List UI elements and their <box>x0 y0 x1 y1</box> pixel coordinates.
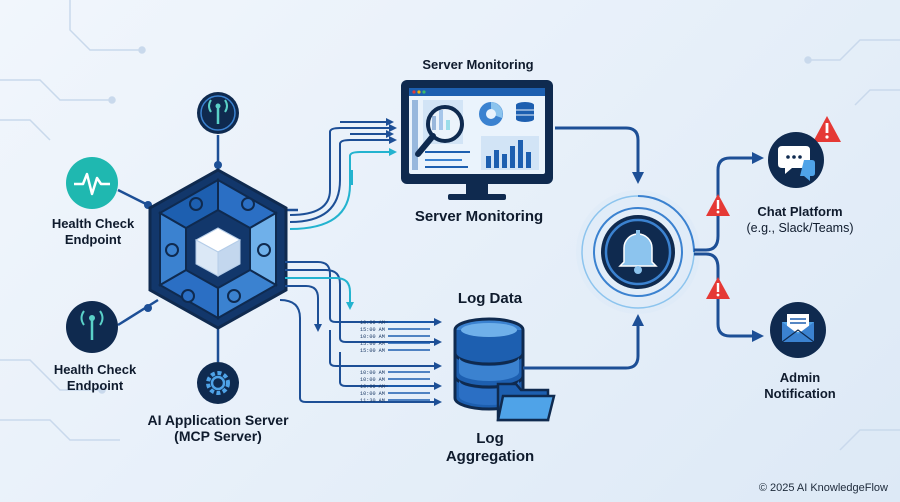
admin-notification-label: Admin Notification <box>740 370 860 402</box>
envelope-icon <box>770 302 826 358</box>
health-bottom-line1: Health Check <box>53 362 137 377</box>
log-timestamps: 10:00 AM 15:00 AM 10:00 AM 15:00 AM 15:0… <box>360 320 385 404</box>
ts-b0: 10:00 AM <box>360 370 385 376</box>
arrows-to-bell <box>523 126 644 370</box>
chat-platform-title: Chat Platform <box>757 204 843 219</box>
ts-a3: 15:00 AM <box>360 341 385 347</box>
log-agg-line1: Log <box>476 430 504 447</box>
health-top-line2: Endpoint <box>64 232 122 247</box>
antenna-icon-endpoint <box>66 301 118 353</box>
arrows-to-logs <box>279 261 442 406</box>
pulse-icon <box>66 157 118 209</box>
puzzle-pieces <box>157 178 279 320</box>
app-server-line2: (MCP Server) <box>174 428 262 444</box>
chat-platform-sub: (e.g., Slack/Teams) <box>746 221 854 235</box>
log-data-label: Log Data <box>457 290 523 307</box>
bell-icon <box>618 230 658 274</box>
ts-a2: 10:00 AM <box>360 334 385 340</box>
circuit-decoration <box>0 0 900 451</box>
ts-b4: 11:30 AM <box>360 398 385 404</box>
log-aggregation-label: Log Aggregation <box>420 430 560 466</box>
chat-platform-label: Chat Platform (e.g., Slack/Teams) <box>740 204 860 236</box>
admin-line1: Admin <box>779 370 821 385</box>
cube-icon <box>194 227 242 277</box>
ts-b2: 10:00 AM <box>360 384 385 390</box>
copyright-notice: © 2025 AI KnowledgeFlow <box>758 482 888 494</box>
server-monitoring-title: Server Monitoring <box>422 57 534 72</box>
ts-b3: 10:00 AM <box>360 391 385 397</box>
log-agg-line2: Aggregation <box>445 448 535 465</box>
health-top-line1: Health Check <box>51 216 135 231</box>
monitor-icon <box>401 80 553 200</box>
admin-line2: Notification <box>764 386 836 401</box>
log-lines <box>388 321 430 401</box>
ts-b1: 10:00 AM <box>360 377 385 383</box>
app-server-line1: AI Application Server <box>147 412 289 428</box>
gear-icon <box>197 362 239 404</box>
app-server-cluster <box>117 135 298 362</box>
warning-icon <box>706 116 841 299</box>
arrows-to-notifications <box>694 152 764 342</box>
arrows-to-monitoring <box>289 118 397 230</box>
ts-a1: 15:00 AM <box>360 327 385 333</box>
health-check-label-bottom: Health Check Endpoint <box>30 362 160 394</box>
health-check-label-top: Health Check Endpoint <box>28 216 158 248</box>
health-bottom-line2: Endpoint <box>66 378 124 393</box>
app-server-label: AI Application Server (MCP Server) <box>138 412 298 444</box>
folder-icon <box>496 382 556 422</box>
antenna-icon <box>197 92 239 134</box>
chat-icon <box>768 132 824 188</box>
ts-a0: 10:00 AM <box>360 320 385 326</box>
ts-a4: 15:00 AM <box>360 348 385 354</box>
magnifier-icon <box>415 105 464 157</box>
server-monitoring-caption: Server Monitoring <box>414 208 544 225</box>
